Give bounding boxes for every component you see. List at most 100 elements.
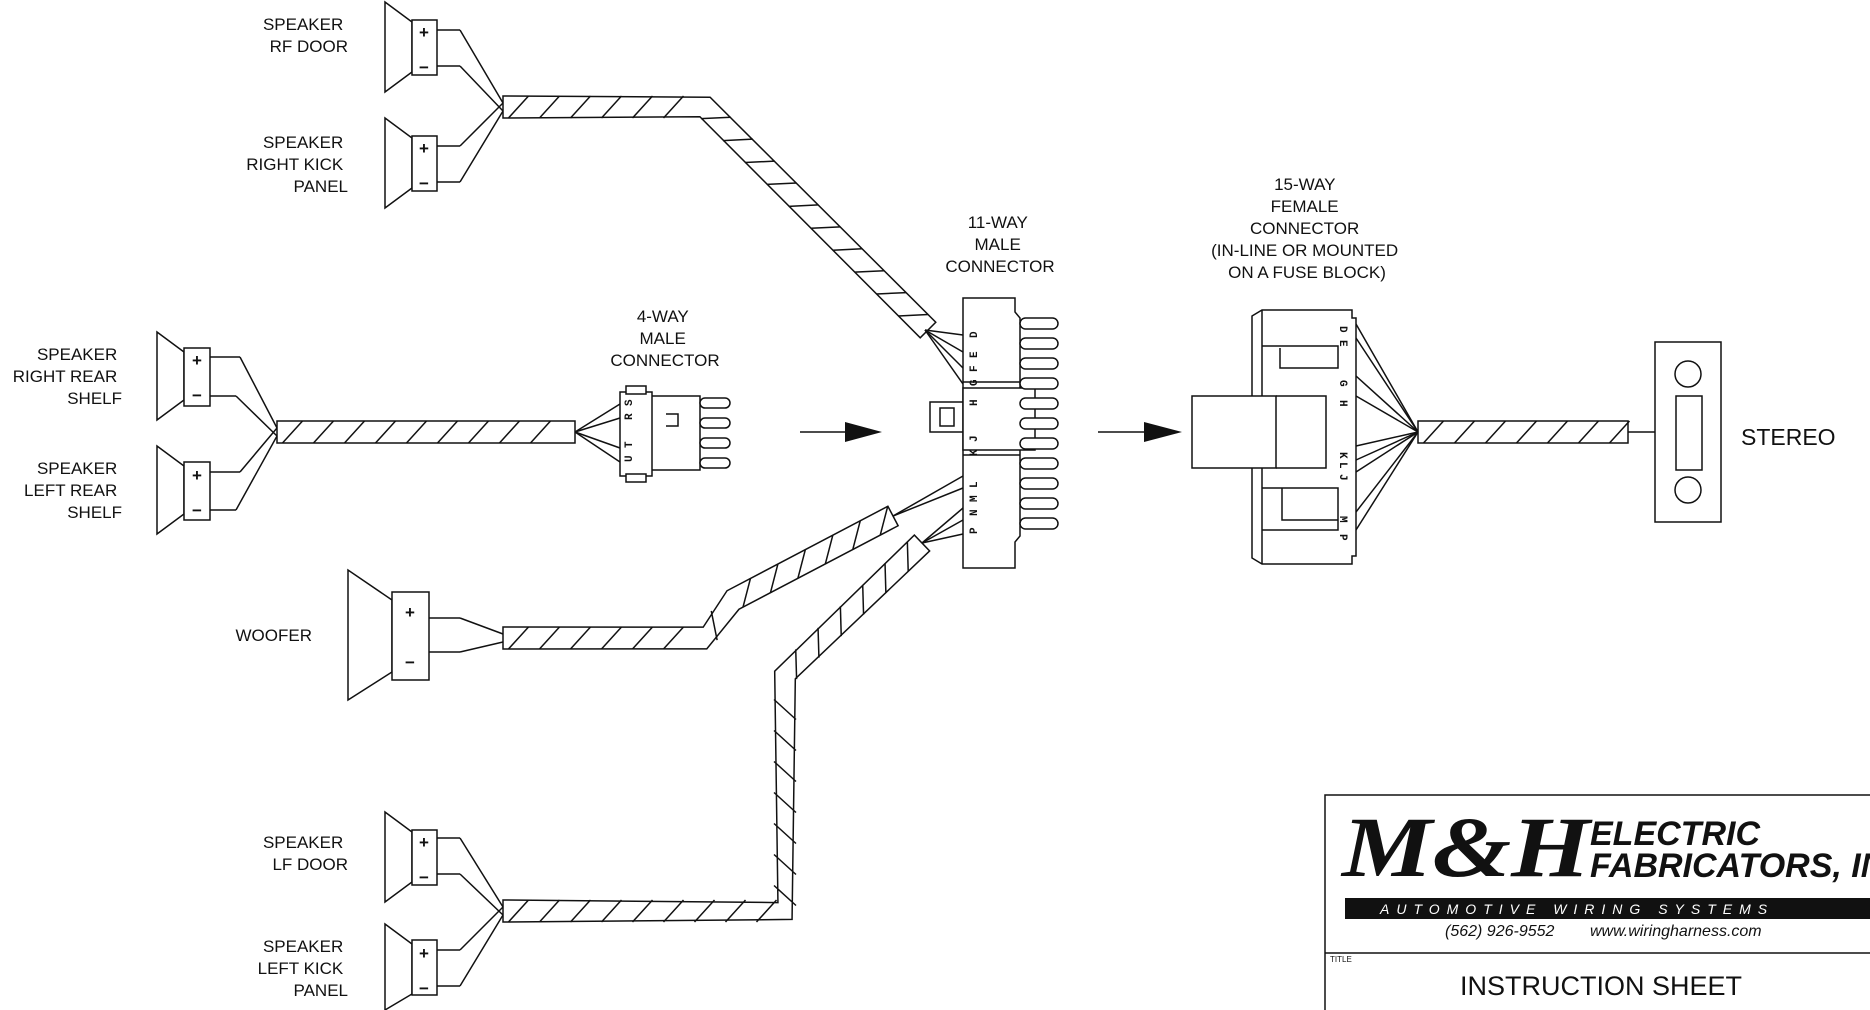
wire (924, 329, 964, 353)
pin-u: U (624, 455, 636, 462)
harness-rear-shelf (276, 420, 576, 444)
speaker-left-kick-label: SPEAKER LEFT KICK PANEL (258, 937, 348, 1000)
wire (239, 356, 278, 429)
wire (459, 641, 504, 653)
wire (239, 427, 278, 473)
wire (459, 29, 504, 104)
minus-terminal: − (419, 979, 429, 998)
minus-terminal: − (405, 653, 415, 672)
pin-r: R (624, 413, 636, 420)
website: www.wiringharness.com (1590, 923, 1762, 940)
plus-terminal: + (419, 944, 429, 963)
pin-d: D (969, 331, 981, 338)
wire (1355, 431, 1419, 531)
speaker-woofer: + − WOOFER (236, 568, 430, 702)
speaker-lf-door-label: SPEAKER LF DOOR (263, 833, 348, 874)
connector-pin (1019, 477, 1059, 490)
phone-number: (562) 926-9552 (1445, 923, 1555, 940)
speaker-left-kick-panel: + − SPEAKER LEFT KICK PANEL (258, 922, 438, 1010)
plus-terminal: + (419, 833, 429, 852)
pin-m: M (1336, 516, 1348, 523)
wire (921, 519, 964, 544)
plus-terminal: + (419, 139, 429, 158)
logo-mark: M&H (1340, 799, 1594, 895)
pin-l: L (1336, 462, 1348, 469)
pin-h: H (969, 399, 981, 406)
speaker-right-rear-shelf: + − SPEAKER RIGHT REAR SHELF (13, 330, 211, 422)
wire (459, 102, 504, 147)
wire (924, 329, 964, 369)
wire (1355, 431, 1419, 513)
speaker-woofer-label: WOOFER (236, 626, 313, 645)
pin-j: J (969, 435, 981, 442)
pin-k: K (1336, 452, 1348, 459)
connector-pin (1019, 457, 1059, 470)
connector-pin (1019, 497, 1059, 510)
wire-layer (210, 29, 1419, 987)
wire (1355, 375, 1419, 433)
eleven-way-connector-label: 11-WAY MALE CONNECTOR (945, 213, 1054, 276)
wire (574, 403, 621, 433)
pin-g: G (1336, 380, 1348, 387)
wire (235, 395, 278, 437)
wire (459, 906, 504, 951)
wire (1355, 323, 1419, 433)
pin-s: S (624, 399, 636, 406)
eleven-way-pins (1019, 317, 1059, 530)
wire (459, 110, 504, 183)
stereo-label: STEREO (1741, 424, 1836, 450)
pin-e: E (969, 351, 981, 358)
pin-n: N (969, 509, 981, 516)
connector-pin (1019, 437, 1059, 450)
plus-terminal: + (405, 603, 415, 622)
wire (924, 329, 964, 385)
connector-pin (1019, 517, 1059, 530)
harness-stereo (1417, 420, 1631, 444)
harness-woofer (502, 505, 900, 650)
harness-right-front (502, 95, 937, 339)
harness-left-front (502, 534, 931, 923)
wire (892, 487, 964, 517)
connector-pin (1019, 357, 1059, 370)
pin-p: P (969, 527, 981, 534)
connector-pin (1019, 377, 1059, 390)
stereo-unit: STEREO (1628, 341, 1836, 523)
wire (921, 533, 964, 544)
document-title: INSTRUCTION SHEET (1460, 971, 1742, 1001)
wire (892, 475, 964, 517)
fifteen-way-connector-label: 15-WAY FEMALE CONNECTOR (IN-LINE OR MOUN… (1211, 175, 1403, 282)
plus-terminal: + (419, 23, 429, 42)
wire (574, 431, 621, 463)
pin-k: K (969, 449, 981, 456)
speaker-rf-door-label: SPEAKER RF DOOR (263, 15, 348, 56)
speaker-right-rear-label: SPEAKER RIGHT REAR SHELF (13, 345, 122, 408)
pin-h: H (1336, 400, 1348, 407)
eleven-way-male-connector: 11-WAY MALE CONNECTOR D E F G H J K L M … (929, 213, 1059, 569)
speaker-right-kick-panel: + − SPEAKER RIGHT KICK PANEL (246, 116, 438, 210)
speaker-right-kick-label: SPEAKER RIGHT KICK PANEL (246, 133, 348, 196)
wire (921, 507, 964, 544)
connector-pin (1019, 397, 1059, 410)
four-way-male-connector: 4-WAY MALE CONNECTOR S R T U (610, 307, 731, 483)
minus-terminal: − (419, 58, 429, 77)
wire (1355, 337, 1419, 433)
company-logo: M&H ELECTRIC FABRICATORS, INC AUTOMOTIVE… (1340, 799, 1870, 940)
speaker-lf-door: + − SPEAKER LF DOOR (263, 810, 438, 904)
wire (574, 431, 621, 449)
speaker-rf-door: + − SPEAKER RF DOOR (263, 0, 438, 94)
plus-terminal: + (192, 466, 202, 485)
wire (459, 837, 504, 908)
title-block: M&H ELECTRIC FABRICATORS, INC AUTOMOTIVE… (1324, 794, 1870, 1010)
wire (1355, 395, 1419, 433)
wire (235, 435, 278, 511)
pin-d: D (1336, 326, 1348, 333)
wire (459, 65, 504, 112)
harness-layer (276, 95, 1631, 923)
plus-terminal: + (192, 351, 202, 370)
title-caption: TITLE (1330, 955, 1352, 964)
speaker-left-rear-label: SPEAKER LEFT REAR SHELF (24, 459, 122, 522)
pin-m: M (969, 495, 981, 502)
connector-pin (1019, 337, 1059, 350)
tagline: AUTOMOTIVE WIRING SYSTEMS (1379, 901, 1774, 917)
